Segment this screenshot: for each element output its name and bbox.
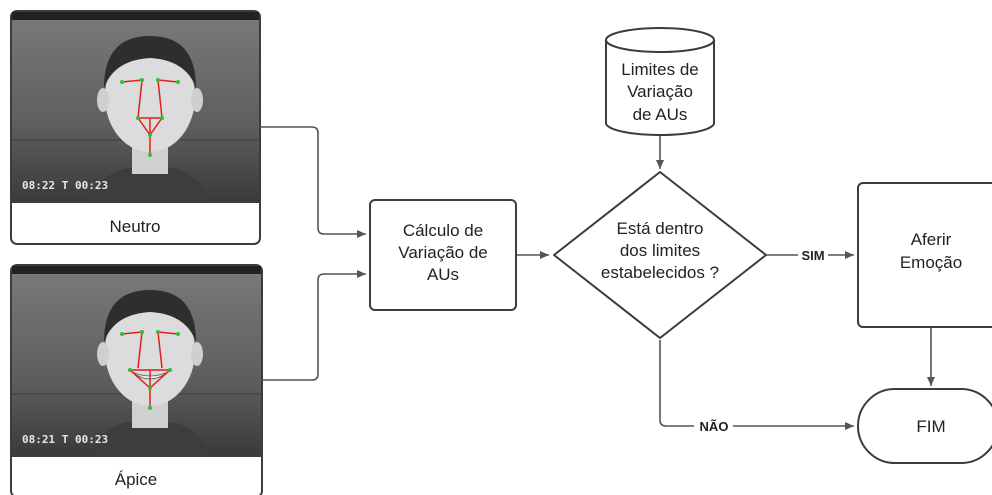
limits-line-1: Limites de (621, 60, 698, 79)
connectors (260, 126, 935, 426)
neutral-photo-card: 08:22 T 00:23 Neutro (10, 10, 261, 245)
apex-caption: Ápice (115, 470, 158, 489)
edge-decision-to-end (659, 340, 854, 426)
neutral-face-image: 08:22 T 00:23 (12, 12, 259, 202)
neutral-landmark-overlay (121, 79, 179, 155)
limits-line-3: de AUs (633, 105, 688, 124)
apex-landmark-overlay (121, 331, 179, 408)
no-edge-label: NÃO (700, 419, 729, 434)
apex-face-image: 08:21 T 00:23 (12, 266, 261, 456)
calc-line-2: Variação de (398, 243, 487, 262)
decision-line-2: dos limites (620, 241, 700, 260)
decision-line-3: estabelecidos ? (601, 263, 719, 282)
calc-line-1: Cálculo de (403, 221, 483, 240)
end-label: FIM (916, 417, 945, 436)
emotion-line-2: Emoção (900, 253, 962, 272)
neutral-landmark-points (120, 78, 180, 157)
apex-landmark-points (120, 330, 180, 410)
emotion-node: Aferir Emoção (857, 182, 992, 328)
decision-node: Está dentro dos limites estabelecidos ? (553, 171, 767, 339)
yes-edge-label: SIM (801, 248, 824, 263)
edge-neutral-to-calc (260, 126, 366, 238)
neutral-timestamp: 08:22 T 00:23 (22, 179, 108, 192)
limits-line-2: Variação (627, 82, 693, 101)
apex-timestamp: 08:21 T 00:23 (22, 433, 108, 446)
calc-line-3: AUs (427, 265, 459, 284)
decision-line-1: Está dentro (617, 219, 704, 238)
calc-node: Cálculo de Variação de AUs (369, 199, 517, 311)
apex-photo-card: 08:21 T 00:23 Ápice (10, 264, 263, 495)
limits-database-node: Limites de Variação de AUs (605, 27, 715, 136)
edge-apex-to-calc (262, 270, 366, 381)
neutral-caption: Neutro (109, 217, 160, 236)
end-terminal-node: FIM (857, 388, 992, 464)
emotion-line-1: Aferir (911, 230, 952, 249)
